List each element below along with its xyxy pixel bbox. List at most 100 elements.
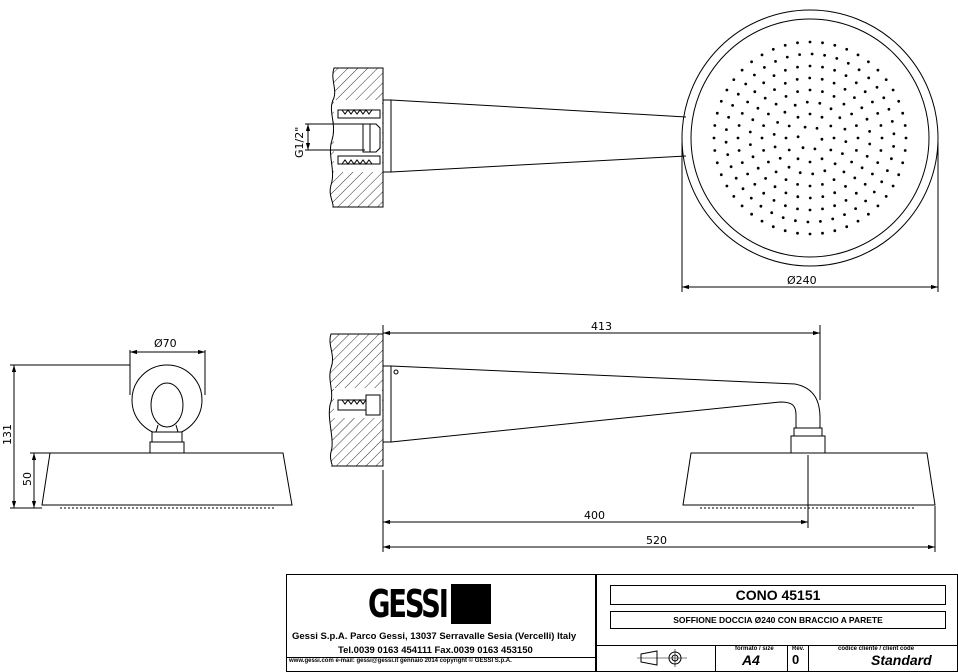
nozzle-dot	[787, 148, 791, 152]
nozzle-dot	[865, 117, 869, 121]
nozzle-dot	[796, 231, 799, 235]
nozzle-dot	[796, 41, 799, 45]
nozzle-dot	[803, 125, 807, 129]
nozzle-dot	[821, 231, 824, 235]
nozzle-dot	[793, 103, 797, 107]
nozzle-dot	[772, 74, 776, 77]
nozzle-dot	[796, 90, 799, 93]
nozzle-dot	[844, 140, 848, 144]
nozzle-dot	[855, 149, 858, 152]
nozzle-dot	[746, 172, 749, 176]
nozzle-dot	[781, 216, 785, 220]
nozzle-dot	[725, 128, 728, 132]
wall-flange-top	[382, 99, 392, 173]
nozzle-dot	[784, 95, 788, 98]
product-description: SOFFIONE DOCCIA Ø240 CON BRACCIO A PARET…	[673, 615, 883, 625]
nozzle-dot	[749, 196, 753, 200]
nozzle-dot	[719, 99, 723, 103]
nozzle-dot	[811, 172, 815, 176]
nozzle-dot	[801, 146, 805, 150]
nozzle-dot	[773, 88, 776, 91]
nozzle-dot	[823, 53, 826, 57]
nozzle-dot	[772, 133, 776, 136]
front-shower-head-profile	[41, 452, 293, 506]
nozzle-dot	[860, 166, 864, 170]
nozzle-dot	[808, 112, 812, 116]
nozzle-dot	[856, 219, 860, 223]
nozzle-dot	[719, 173, 723, 177]
nozzle-dot	[897, 99, 901, 103]
nozzle-dot	[843, 127, 847, 131]
nozzle-dot	[820, 157, 824, 161]
nozzle-dot	[713, 124, 717, 127]
nozzle-dot	[725, 88, 729, 92]
nozzle-dot	[762, 191, 766, 195]
nozzle-dot	[762, 149, 765, 152]
nozzle-dot	[756, 106, 760, 110]
nozzle-dot	[884, 195, 888, 198]
nozzle-dot	[876, 112, 880, 115]
nozzle-dot	[748, 130, 752, 134]
nozzle-dot	[726, 153, 730, 157]
nozzle-dot	[845, 225, 849, 229]
nozzle-dot	[798, 53, 801, 56]
nozzle-dot	[808, 184, 812, 188]
nozzle-dot	[740, 112, 744, 115]
nozzle-dot	[833, 162, 837, 166]
nozzle-dot	[783, 229, 787, 233]
nozzle-dot	[815, 126, 819, 130]
nozzle-dot	[821, 183, 824, 186]
nozzle-dot	[844, 185, 847, 188]
side-swivel-nut	[790, 435, 826, 454]
nozzle-dot	[737, 149, 741, 152]
nozzle-dot	[764, 177, 767, 180]
nozzle-dot	[903, 149, 907, 152]
rev-label: Rev.	[792, 646, 805, 652]
nozzle-dot	[829, 107, 833, 111]
nozzle-dot	[891, 184, 895, 188]
nozzle-dot	[753, 73, 756, 77]
nozzle-dot	[887, 107, 891, 111]
wall-anchors-top	[337, 109, 381, 165]
nozzle-dot	[831, 217, 835, 221]
top-view	[305, 9, 939, 292]
projection-symbol-icon	[637, 649, 687, 667]
nozzle-dot	[879, 149, 883, 152]
nozzle-dot	[762, 124, 765, 127]
nozzle-dot	[882, 96, 886, 100]
nozzle-dot	[868, 142, 872, 146]
nozzle-dot	[884, 78, 888, 81]
nozzle-dot	[734, 176, 738, 180]
nozzle-dot	[846, 61, 850, 65]
nozzle-dot	[732, 78, 736, 81]
nozzle-dot	[798, 171, 802, 175]
nozzle-dot	[853, 176, 857, 180]
nozzle-dot	[892, 132, 896, 136]
nozzle-dot	[808, 232, 812, 236]
nozzle-dot	[787, 124, 791, 128]
nozzle-dot	[813, 147, 817, 151]
nozzle-dot	[844, 199, 848, 202]
rev-value: 0	[792, 652, 800, 667]
overall-height-label: 131	[1, 424, 14, 445]
nozzle-dot	[796, 157, 800, 161]
nozzle-dot	[867, 76, 871, 80]
nozzle-dot	[767, 160, 770, 164]
nozzle-dot	[740, 161, 744, 165]
nozzle-dot	[863, 90, 867, 94]
client-code-value: Standard	[871, 652, 932, 668]
logo-block	[451, 584, 492, 624]
nozzle-dot	[808, 196, 812, 200]
nozzle-dot	[841, 152, 844, 156]
nozzle-dot	[901, 111, 905, 115]
nozzle-dot	[783, 110, 787, 114]
nozzle-dot	[854, 81, 858, 85]
nozzle-dot	[796, 65, 799, 69]
nozzle-dot	[767, 112, 770, 116]
nozzle-dot	[776, 121, 779, 124]
format-label: formato / size	[735, 646, 774, 652]
nozzle-dot	[864, 199, 867, 203]
nozzle-dot	[763, 66, 766, 69]
nozzle-dot	[770, 211, 774, 215]
